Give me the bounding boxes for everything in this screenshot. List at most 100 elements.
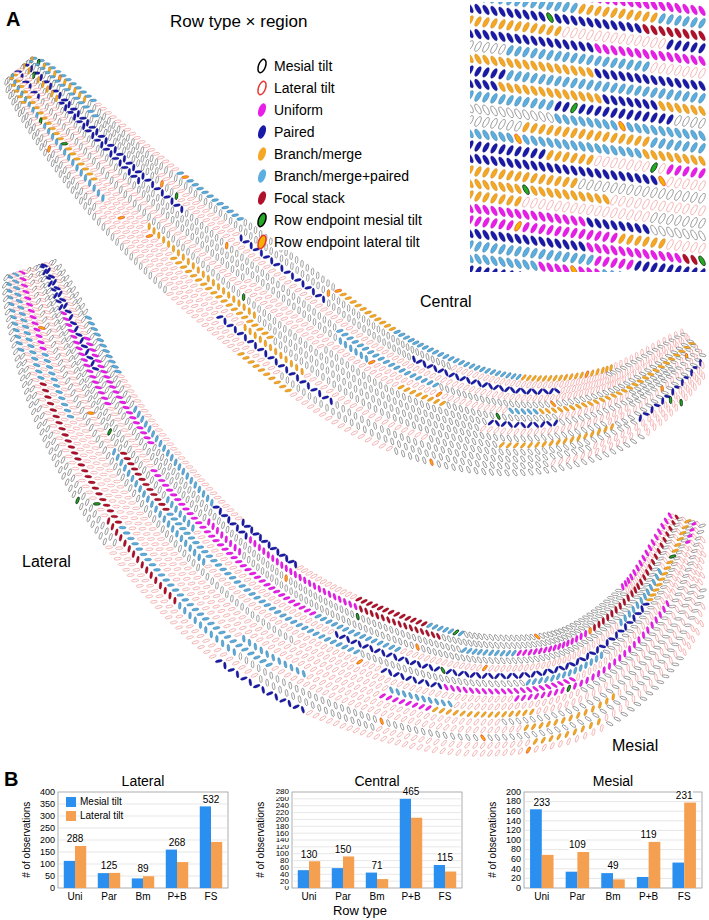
cell-ellipse [357, 343, 365, 347]
cell-ellipse [313, 308, 316, 315]
cell-ellipse [476, 453, 481, 461]
cell-ellipse [358, 434, 366, 440]
cell-ellipse [267, 356, 275, 360]
cell-ellipse [61, 99, 68, 102]
cell-ellipse [581, 427, 588, 434]
cell-ellipse [414, 414, 418, 422]
cell-ellipse [670, 409, 673, 416]
cell-ellipse [387, 428, 391, 436]
cell-ellipse [99, 187, 107, 191]
cell-ellipse [344, 341, 347, 348]
cell-ellipse [527, 462, 533, 469]
cell-ellipse [172, 235, 175, 242]
cell-ellipse [379, 443, 386, 449]
cell-ellipse [146, 234, 154, 238]
cell-ellipse [520, 408, 527, 415]
cell-ellipse [163, 438, 170, 441]
cell-ellipse [587, 450, 592, 458]
cell-ellipse [538, 394, 544, 402]
cell-ellipse [236, 321, 244, 326]
cell-ellipse [350, 392, 353, 399]
cell-ellipse [505, 442, 512, 449]
cell-ellipse [261, 540, 269, 544]
cell-ellipse [437, 368, 445, 374]
cell-ellipse [446, 401, 451, 409]
cell-ellipse [409, 389, 417, 395]
cell-ellipse [126, 206, 134, 210]
cell-ellipse [275, 251, 278, 258]
cell-ellipse [658, 375, 666, 380]
cell-ellipse [263, 255, 271, 259]
cell-ellipse [498, 441, 505, 448]
cell-ellipse [377, 356, 385, 361]
cell-ellipse [190, 294, 198, 298]
cell-ellipse [567, 398, 574, 405]
cell-ellipse [170, 447, 177, 450]
cell-ellipse [418, 368, 425, 374]
cell-ellipse [270, 257, 273, 264]
cell-ellipse [327, 280, 330, 287]
cell-ellipse [141, 155, 145, 163]
cell-ellipse [387, 332, 390, 339]
cell-ellipse [161, 267, 169, 271]
cell-ellipse [500, 421, 507, 428]
cell-ellipse [160, 247, 168, 251]
cell-ellipse [128, 168, 131, 175]
cell-ellipse [542, 381, 548, 389]
cell-ellipse [380, 376, 388, 382]
cell-ellipse [444, 462, 449, 470]
cell-ellipse [364, 366, 372, 371]
cell-ellipse [75, 192, 79, 200]
cell-ellipse [365, 437, 373, 443]
cell-ellipse [655, 361, 663, 366]
cell-ellipse [555, 438, 561, 445]
cell-ellipse [648, 415, 651, 422]
cell-ellipse [571, 448, 578, 455]
cell-ellipse [279, 331, 282, 338]
cell-ellipse [471, 438, 476, 446]
cell-ellipse [243, 249, 251, 254]
cell-ellipse [615, 373, 618, 380]
cell-ellipse [212, 279, 215, 286]
cell-ellipse [497, 392, 504, 399]
cell-ellipse [270, 247, 273, 254]
cell-ellipse [50, 90, 54, 98]
cell-ellipse [485, 396, 490, 404]
cell-ellipse [498, 455, 504, 463]
cell-ellipse [194, 248, 202, 252]
cell-ellipse [282, 295, 285, 302]
cell-ellipse [547, 375, 553, 382]
cell-ellipse [243, 304, 246, 311]
cell-ellipse [180, 265, 188, 269]
cell-ellipse [644, 424, 647, 431]
cell-ellipse [92, 184, 95, 191]
cell-ellipse [154, 276, 157, 283]
cell-ellipse [411, 346, 415, 354]
cell-ellipse [251, 323, 259, 327]
cell-ellipse [451, 433, 456, 441]
cell-ellipse [286, 377, 289, 384]
cell-ellipse [132, 155, 136, 163]
cell-ellipse [494, 420, 500, 427]
cell-ellipse [238, 245, 246, 250]
cell-ellipse [177, 249, 180, 256]
cell-ellipse [331, 419, 339, 424]
cell-ellipse [548, 387, 554, 394]
cell-ellipse [251, 271, 254, 278]
cell-ellipse [171, 286, 179, 290]
cell-ellipse [471, 401, 478, 408]
cell-ellipse [390, 438, 394, 446]
cell-ellipse [440, 423, 445, 431]
cell-ellipse [306, 264, 309, 271]
cell-ellipse [642, 376, 650, 380]
cell-ellipse [103, 183, 111, 187]
cell-ellipse [247, 297, 250, 304]
cell-ellipse [466, 429, 471, 437]
cell-ellipse [548, 439, 554, 446]
cell-ellipse [77, 110, 81, 117]
cell-ellipse [433, 365, 438, 373]
cell-ellipse [469, 452, 474, 460]
cell-ellipse [226, 261, 229, 268]
cell-ellipse [559, 419, 566, 426]
cell-ellipse [491, 398, 497, 406]
